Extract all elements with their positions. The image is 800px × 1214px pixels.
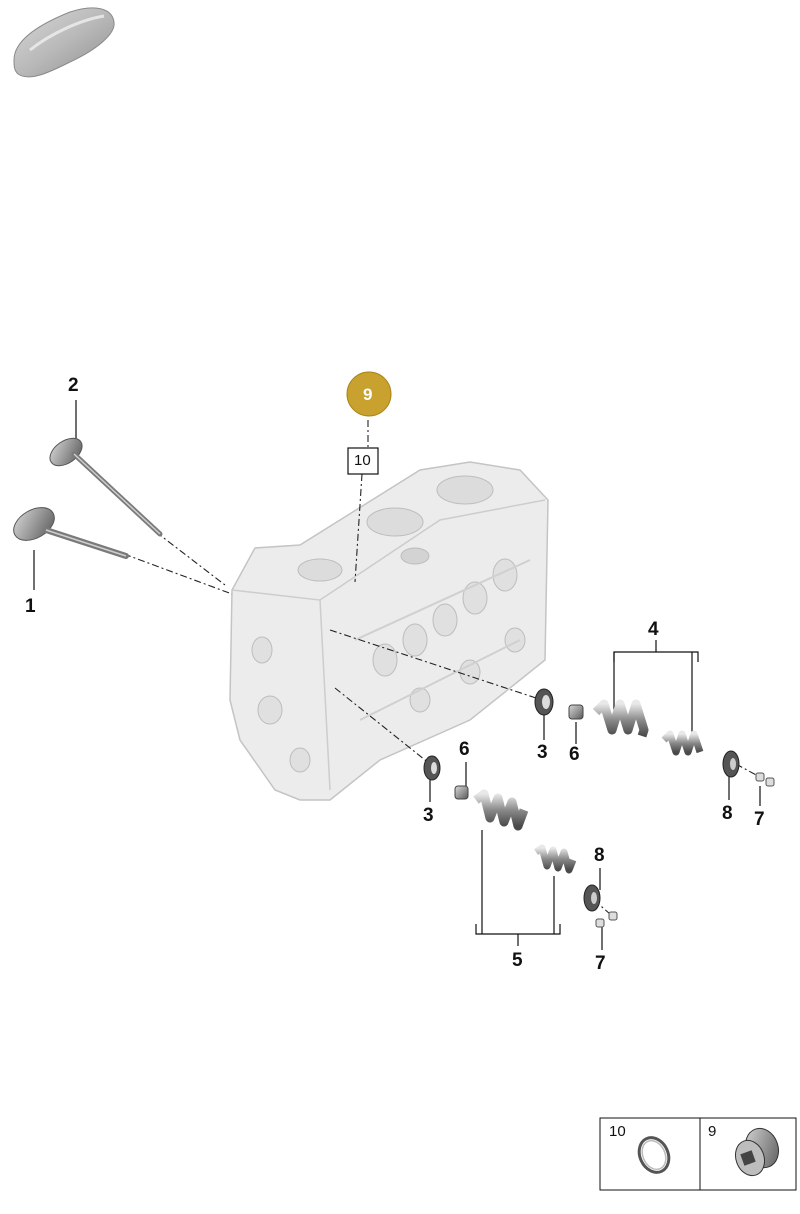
callout-label-3[interactable]: 3 [537,742,548,763]
callout-box-10[interactable] [347,447,379,475]
parts-legend [599,1117,797,1191]
valve-key [755,772,775,787]
callout-label-2[interactable]: 2 [68,375,79,396]
spring-retainer [722,750,740,778]
valve-key [595,911,618,928]
screw-plug-icon[interactable] [731,1124,784,1180]
callout-box-label-10: 10 [354,452,371,469]
callout-label-4[interactable]: 4 [648,619,659,640]
valve-icon [13,507,129,559]
callout-label-8[interactable]: 8 [722,803,733,824]
valve-stem-seal [423,755,441,781]
callout-label-6[interactable]: 6 [459,739,470,760]
sealing-ring-icon[interactable] [634,1133,675,1177]
callout-label-8[interactable]: 8 [594,845,605,866]
callout-label-7[interactable]: 7 [595,953,606,974]
valve-stem-seal [534,688,554,716]
valve-collet [454,785,469,800]
highlight-badge-label: 9 [363,385,373,404]
highlight-badge-9[interactable] [346,371,392,417]
legend-label-9: 9 [708,1123,717,1140]
car-thumbnail-icon[interactable] [13,7,115,78]
legend-label-10: 10 [609,1123,626,1140]
valve-spring-icon [473,789,577,874]
valve-collet [568,704,584,720]
leader-lines [123,420,759,915]
valve-spring-icon [592,699,704,756]
cylinder-head-illustration [229,461,549,801]
valve-icon [49,437,163,537]
callout-label-7[interactable]: 7 [754,809,765,830]
callout-label-5[interactable]: 5 [512,950,523,971]
callout-label-3[interactable]: 3 [423,805,434,826]
callout-label-1[interactable]: 1 [25,596,36,617]
spring-retainer [583,884,601,912]
callout-lines [33,400,761,950]
callout-label-6[interactable]: 6 [569,744,580,765]
